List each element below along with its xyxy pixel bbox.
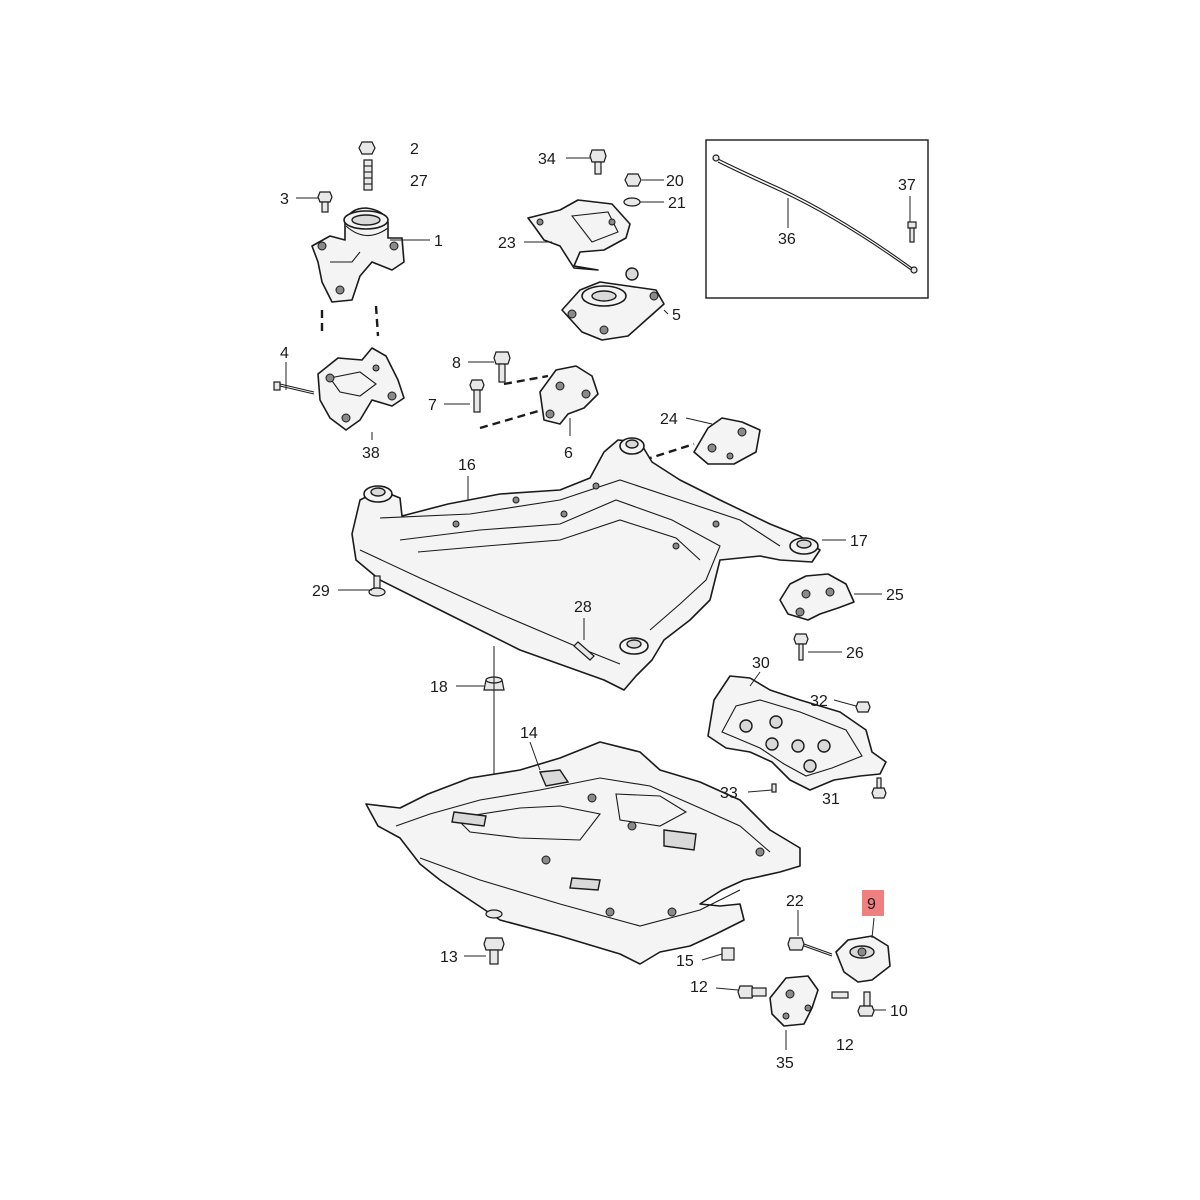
undertray-part — [365, 741, 801, 965]
callout-38: 38 — [362, 445, 380, 462]
engine-mount-part — [311, 141, 405, 303]
torque-rod-part — [737, 935, 891, 1027]
callout-3: 3 — [280, 191, 289, 208]
callout-25: 25 — [886, 587, 904, 604]
callout-22: 22 — [786, 893, 804, 910]
callout-32: 32 — [810, 693, 828, 710]
callout-12-b: 12 — [836, 1037, 854, 1054]
pin-28 — [573, 641, 595, 661]
fastener-29 — [368, 575, 386, 597]
callout-10: 10 — [890, 1003, 908, 1020]
assembly-link-dashed-3 — [643, 442, 695, 462]
callout-29: 29 — [312, 583, 330, 600]
callout-1: 1 — [434, 233, 443, 250]
subframe-part — [351, 437, 821, 691]
callout-35: 35 — [776, 1055, 794, 1072]
callout-31: 31 — [822, 791, 840, 808]
assembly-link-dashed-2 — [479, 374, 549, 430]
callout-36: 36 — [778, 231, 796, 248]
cable-detail-box — [705, 139, 929, 299]
callout-13: 13 — [440, 949, 458, 966]
callout-30: 30 — [752, 655, 770, 672]
callout-24: 24 — [660, 411, 678, 428]
callout-26: 26 — [846, 645, 864, 662]
callout-2: 2 — [410, 141, 419, 158]
callout-labels: 1 2 3 4 5 6 7 8 9 10 12 12 13 14 15 16 1… — [280, 141, 916, 1072]
callout-21: 21 — [668, 195, 686, 212]
callout-15: 15 — [676, 953, 694, 970]
callout-17: 17 — [850, 533, 868, 550]
callout-14: 14 — [520, 725, 538, 742]
callout-4: 4 — [280, 345, 289, 362]
callout-9: 9 — [867, 896, 876, 913]
callout-37: 37 — [898, 177, 916, 194]
rear-mount-bracket-part — [469, 351, 599, 425]
callout-6: 6 — [564, 445, 573, 462]
callout-28: 28 — [574, 599, 592, 616]
callout-23: 23 — [498, 235, 516, 252]
bracket-25-part — [779, 573, 855, 661]
callout-33: 33 — [720, 785, 738, 802]
callout-5: 5 — [672, 307, 681, 324]
callout-34: 34 — [538, 151, 556, 168]
callout-7: 7 — [428, 397, 437, 414]
heat-shield-part — [707, 675, 887, 799]
callout-27: 27 — [410, 173, 428, 190]
callout-12-a: 12 — [690, 979, 708, 996]
highlight-badge-9 — [862, 890, 884, 916]
mount-bracket-part — [273, 347, 405, 431]
callout-18: 18 — [430, 679, 448, 696]
assembly-link-dashed — [320, 305, 380, 337]
leader-lines — [285, 157, 911, 1050]
bracket-24-part — [693, 417, 761, 465]
callout-20: 20 — [666, 173, 684, 190]
transmission-mount-part — [527, 149, 665, 341]
callout-16: 16 — [458, 457, 476, 474]
callout-8: 8 — [452, 355, 461, 372]
